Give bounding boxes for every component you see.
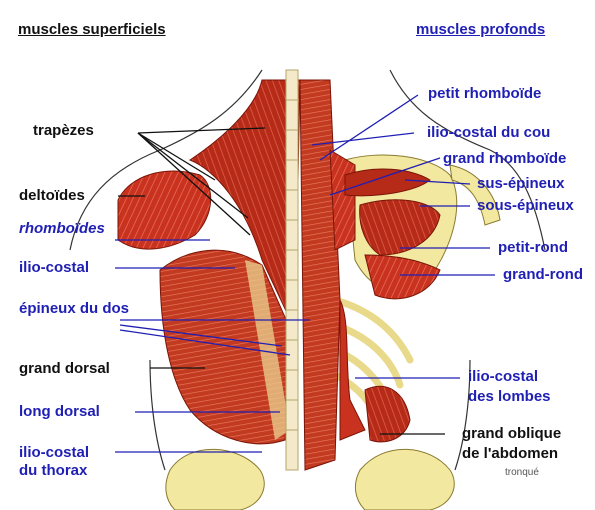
label-petit-rhomboide: petit rhomboïde: [428, 85, 541, 102]
label-ilio-costal-du-cou: ilio-costal du cou: [427, 124, 550, 141]
label-long-dorsal: long dorsal: [19, 403, 100, 420]
label-ilio-costal-lombes-line2: des lombes: [468, 388, 551, 405]
label-ilio-costal: ilio-costal: [19, 259, 89, 276]
label-petit-rond: petit-rond: [498, 239, 568, 256]
label-grand-rond: grand-rond: [503, 266, 583, 283]
label-grand-oblique-line1: grand oblique: [462, 425, 561, 442]
label-trapezes: trapèzes: [33, 122, 94, 139]
label-epineux-du-dos: épineux du dos: [19, 300, 129, 317]
label-grand-rhomboide: grand rhomboïde: [443, 150, 566, 167]
superficial-muscles: [118, 80, 300, 444]
label-sus-epineux: sus-épineux: [477, 175, 565, 192]
label-grand-dorsal: grand dorsal: [19, 360, 110, 377]
label-rhomboides: rhomboïdes: [19, 220, 105, 237]
heading-superficial: muscles superficiels: [18, 21, 166, 38]
label-tronque: tronqué: [505, 467, 539, 478]
label-ilio-costal-thorax-line1: ilio-costal: [19, 444, 89, 461]
label-ilio-costal-thorax-line2: du thorax: [19, 462, 87, 479]
heading-deep: muscles profonds: [416, 21, 545, 38]
label-sous-epineux: sous-épineux: [477, 197, 574, 214]
label-deltoides: deltoïdes: [19, 187, 85, 204]
label-grand-oblique-line2: de l'abdomen: [462, 445, 558, 462]
label-ilio-costal-lombes-line1: ilio-costal: [468, 368, 538, 385]
spine: [286, 70, 298, 470]
